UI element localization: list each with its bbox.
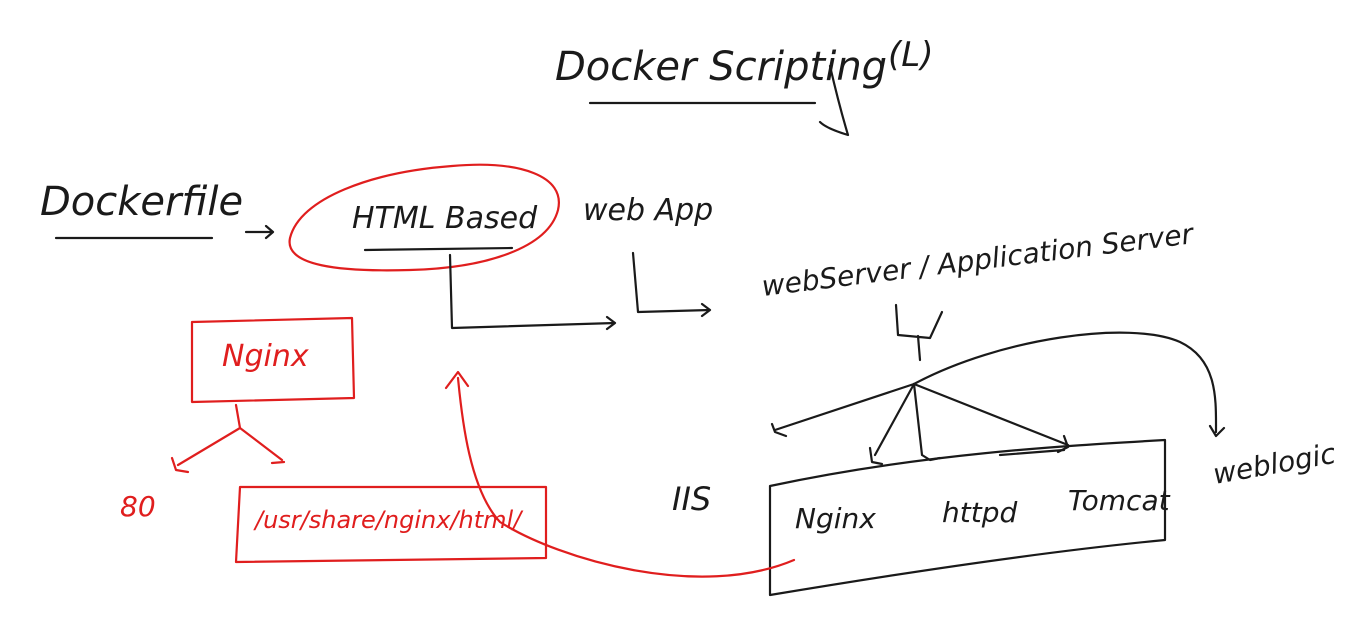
html-based-ellipse	[288, 163, 560, 272]
html-based-connector	[448, 253, 617, 331]
weblogic-label: weblogic	[1210, 437, 1338, 491]
page-title-suffix: (L)	[888, 35, 933, 75]
page-title: Docker Scripting	[555, 44, 887, 90]
branch-iis	[770, 382, 916, 438]
web-app-connector	[631, 251, 712, 318]
dockerfile-arrow	[244, 224, 275, 240]
web-app-label: web App	[583, 193, 713, 228]
html-based-label: HTML Based	[352, 201, 538, 236]
server-brace	[894, 303, 944, 362]
nginx-box	[190, 316, 356, 404]
path-label: /usr/share/nginx/html/	[253, 506, 524, 534]
html-based-underline	[363, 246, 514, 252]
branch-tomcat	[912, 382, 1070, 454]
nginx-box-label: Nginx	[222, 339, 309, 374]
nginx-label: Nginx	[795, 502, 876, 535]
bracket-server-box	[768, 438, 1167, 597]
dockerfile-group: Dockerfile	[40, 179, 275, 240]
html-based-group: HTML Based web App	[288, 163, 713, 331]
nginx-annotation-group: Nginx 80 /usr/share/nginx/html/	[120, 316, 796, 578]
path-box	[234, 485, 548, 564]
port-label: 80	[120, 490, 156, 523]
title-descender-loop	[818, 64, 850, 137]
branch-httpd	[912, 382, 942, 462]
branch-nginx	[868, 382, 916, 466]
iis-label: IIS	[672, 480, 711, 518]
dockerfile-label: Dockerfile	[40, 179, 243, 225]
httpd-label: httpd	[942, 496, 1017, 529]
red-link-curve	[444, 370, 796, 578]
server-label: webServer / Application Server	[760, 217, 1196, 303]
title-group: Docker Scripting (L)	[555, 35, 933, 137]
tomcat-label: Tomcat	[1068, 484, 1171, 517]
server-group: webServer / Application Server IIS Nginx…	[672, 217, 1339, 597]
branch-weblogic	[912, 331, 1226, 438]
nginx-split-connector	[170, 403, 286, 474]
tomcat-overline	[998, 448, 1066, 457]
